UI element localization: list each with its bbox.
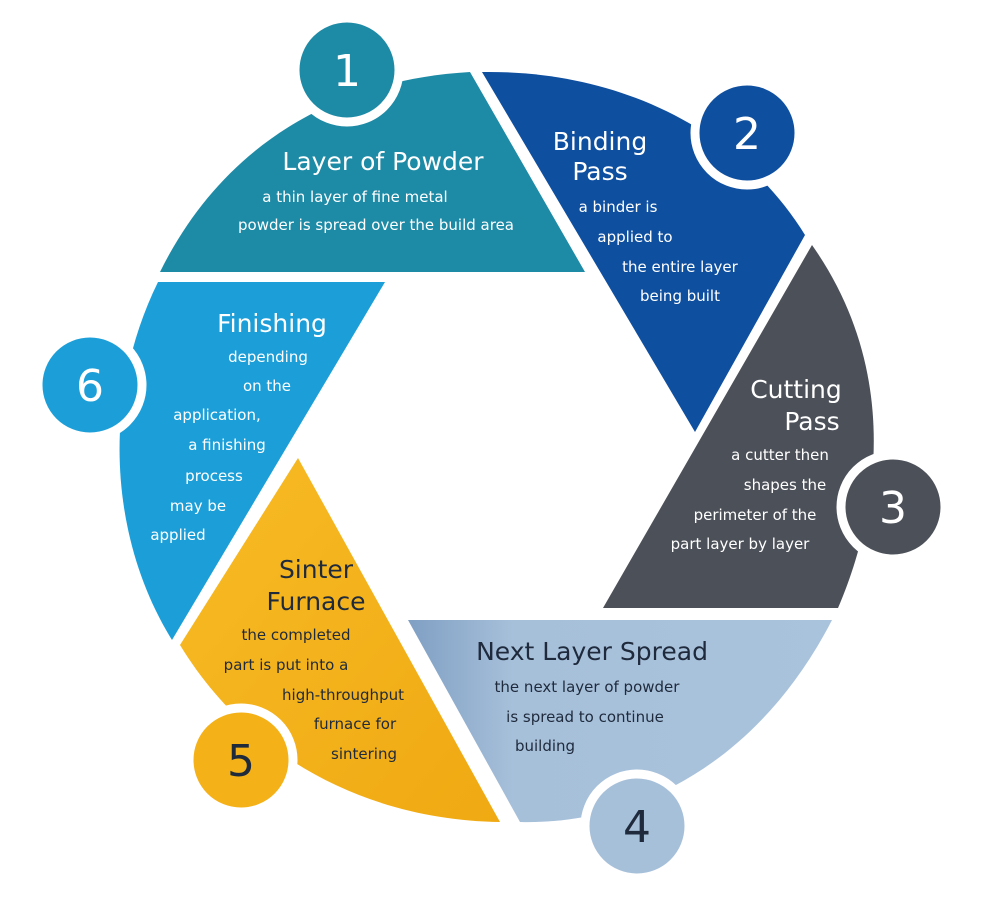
step-3-badge: 3 bbox=[836, 450, 950, 564]
step-5-desc-line-3: high-throughput bbox=[282, 686, 404, 704]
step-1-title: Layer of Powder bbox=[282, 147, 484, 176]
step-3-text: Cutting Pass a cutter then shapes the pe… bbox=[671, 375, 842, 553]
step-3-desc-line-2: shapes the bbox=[744, 476, 826, 494]
step-5-title-line-2: Furnace bbox=[267, 587, 366, 616]
step-6-text: Finishing depending on the application, … bbox=[150, 309, 327, 544]
step-6-desc-line-5: process bbox=[185, 467, 243, 485]
step-6-desc-line-4: a finishing bbox=[188, 436, 266, 454]
step-6-desc-line-6: may be bbox=[170, 497, 226, 515]
step-4-desc-line-1: the next layer of powder bbox=[495, 678, 681, 696]
segment-4 bbox=[408, 620, 832, 823]
step-6-desc-line-3: application, bbox=[173, 406, 261, 424]
step-5-title-line-1: Sinter bbox=[279, 555, 354, 584]
step-2-desc-line-2: applied to bbox=[597, 228, 672, 246]
segment-3 bbox=[603, 245, 874, 608]
step-1-number: 1 bbox=[333, 46, 361, 97]
step-3-number: 3 bbox=[879, 483, 907, 534]
step-4-text: Next Layer Spread the next layer of powd… bbox=[476, 637, 708, 755]
step-4-desc-line-3: building bbox=[515, 737, 575, 755]
step-2-desc-line-3: the entire layer bbox=[622, 258, 738, 276]
step-1-desc-line-1: a thin layer of fine metal bbox=[262, 188, 447, 206]
step-1-badge: 1 bbox=[290, 13, 404, 127]
step-5-desc-line-5: sintering bbox=[331, 745, 397, 763]
step-5-desc-line-1: the completed bbox=[242, 626, 351, 644]
step-4-title: Next Layer Spread bbox=[476, 637, 708, 666]
step-6-desc-line-7: applied bbox=[150, 526, 205, 544]
step-1-text: Layer of Powder a thin layer of fine met… bbox=[238, 147, 514, 234]
step-5-badge: 5 bbox=[184, 703, 298, 817]
step-2-title-line-1: Binding bbox=[553, 127, 647, 156]
step-3-title-line-1: Cutting bbox=[750, 375, 842, 404]
step-5-number: 5 bbox=[227, 736, 255, 787]
segment-6 bbox=[119, 282, 385, 640]
step-5-desc-line-4: furnace for bbox=[314, 715, 397, 733]
step-1-desc-line-2: powder is spread over the build area bbox=[238, 216, 514, 234]
step-5-text: Sinter Furnace the completed part is put… bbox=[224, 555, 404, 763]
step-6-number: 6 bbox=[76, 361, 104, 412]
step-4-number: 4 bbox=[623, 802, 651, 853]
step-6-desc-line-1: depending bbox=[228, 348, 308, 366]
step-2-desc-line-4: being built bbox=[640, 287, 720, 305]
segment-1 bbox=[160, 72, 585, 272]
step-6-desc-line-2: on the bbox=[243, 377, 291, 395]
step-2-badge: 2 bbox=[690, 76, 804, 190]
step-2-text: Binding Pass a binder is applied to the … bbox=[553, 127, 739, 305]
step-3-desc-line-4: part layer by layer bbox=[671, 535, 811, 553]
step-5-desc-line-2: part is put into a bbox=[224, 656, 349, 674]
step-2-number: 2 bbox=[733, 109, 761, 160]
step-4-badge: 4 bbox=[580, 769, 694, 883]
step-2-title-line-2: Pass bbox=[572, 157, 627, 186]
step-4-desc-line-2: is spread to continue bbox=[506, 708, 664, 726]
step-6-title: Finishing bbox=[217, 309, 327, 338]
step-2-desc-line-1: a binder is bbox=[579, 198, 658, 216]
step-3-title-line-2: Pass bbox=[784, 407, 839, 436]
step-3-desc-line-1: a cutter then bbox=[731, 446, 829, 464]
step-3-desc-line-3: perimeter of the bbox=[694, 506, 817, 524]
step-6-badge: 6 bbox=[33, 328, 147, 442]
